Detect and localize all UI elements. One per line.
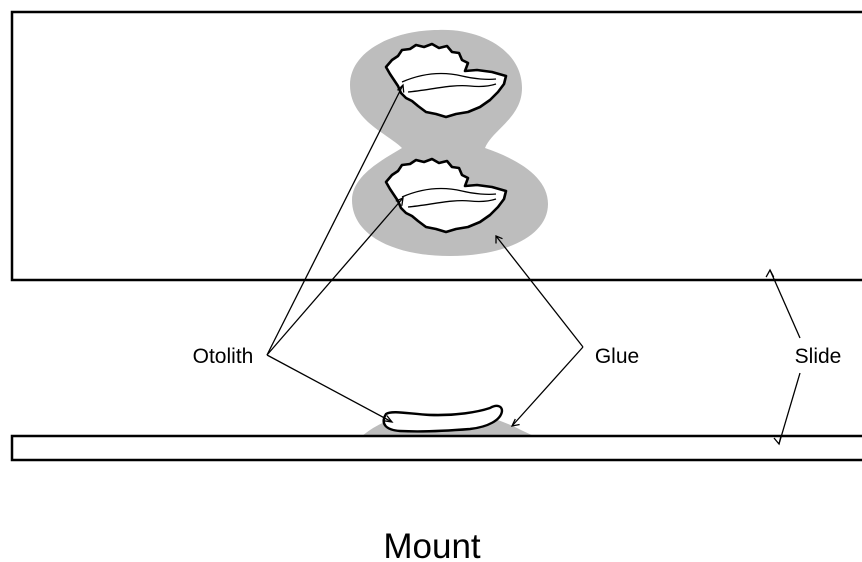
leader-lines <box>266 84 801 445</box>
otolith-label: Otolith <box>193 345 254 368</box>
diagram-title: Mount <box>383 527 481 562</box>
otolith-lower <box>384 157 508 234</box>
slide-side-view <box>10 434 862 462</box>
glue-label: Glue <box>595 345 639 368</box>
slide-label: Slide <box>795 345 842 368</box>
arrowheads <box>384 83 782 446</box>
otolith-side-view <box>382 404 504 433</box>
otolith-upper <box>384 42 508 119</box>
